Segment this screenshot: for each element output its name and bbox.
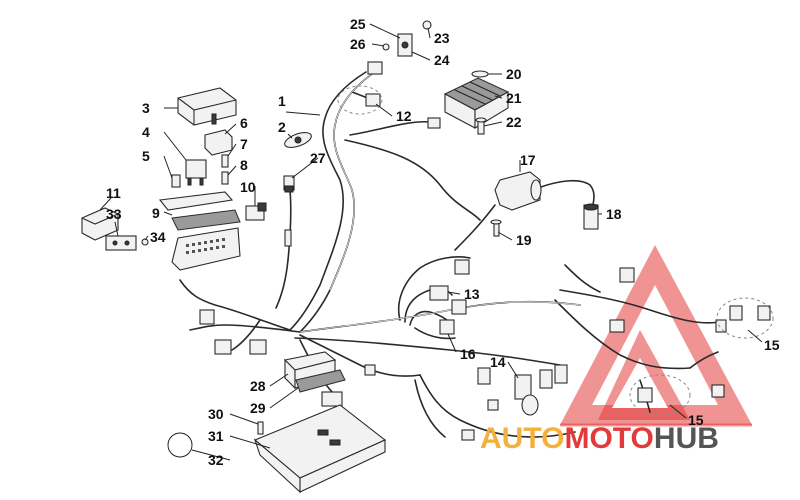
callout-24: 24 — [434, 52, 450, 68]
watermark-text-moto: MOTO — [564, 422, 653, 455]
bolt-19 — [490, 219, 502, 237]
callout-1: 1 — [278, 93, 286, 109]
callout-15-lower: 15 — [688, 412, 704, 428]
callout-19: 19 — [516, 232, 532, 248]
detail-circle-15b — [629, 374, 691, 416]
callout-labels: 1 2 3 4 5 6 7 8 9 10 11 12 13 14 15 15 1… — [106, 16, 780, 468]
screw-22 — [475, 117, 487, 135]
spark-plug-cap — [583, 203, 599, 230]
terminal-block — [105, 235, 149, 251]
callout-2: 2 — [278, 119, 286, 135]
fuses — [221, 154, 229, 185]
leader-lines — [99, 23, 763, 461]
screw-30 — [257, 421, 264, 435]
callout-30: 30 — [208, 406, 224, 422]
callout-17: 17 — [520, 152, 536, 168]
mounting-bracket — [382, 20, 432, 57]
callout-22: 22 — [506, 114, 522, 130]
callout-8: 8 — [240, 157, 248, 173]
sensor — [284, 132, 312, 148]
callout-26: 26 — [350, 36, 366, 52]
callout-9: 9 — [152, 205, 160, 221]
connector-10 — [245, 202, 267, 221]
watermark-text: AUTOMOTOHUB — [480, 422, 719, 455]
callout-4: 4 — [142, 124, 150, 140]
callout-21: 21 — [506, 90, 522, 106]
callout-10: 10 — [240, 179, 256, 195]
main-harness — [179, 71, 721, 438]
voltage-regulator — [443, 77, 510, 129]
callout-5: 5 — [142, 148, 150, 164]
callout-12: 12 — [396, 108, 412, 124]
callout-25: 25 — [350, 16, 366, 32]
callout-13: 13 — [464, 286, 480, 302]
detail-circle-15a — [716, 297, 774, 339]
callout-20: 20 — [506, 66, 522, 82]
ecu-tray — [253, 404, 387, 494]
callout-18: 18 — [606, 206, 622, 222]
watermark-emblem — [560, 245, 752, 427]
detail-circle-12 — [337, 85, 383, 115]
connector-group-15 — [609, 267, 771, 403]
relay — [171, 159, 207, 188]
relay-small — [204, 129, 233, 156]
sensor-plug — [283, 175, 295, 247]
callout-6: 6 — [240, 115, 248, 131]
callout-34: 34 — [150, 229, 166, 245]
callout-29: 29 — [250, 400, 266, 416]
callout-16: 16 — [460, 346, 476, 362]
callout-14: 14 — [490, 354, 506, 370]
callout-28: 28 — [250, 378, 266, 394]
callout-33: 33 — [106, 206, 122, 222]
callout-7: 7 — [240, 136, 248, 152]
connector-group-13 — [429, 259, 470, 335]
clip-ring — [167, 432, 193, 458]
watermark-text-auto: AUTO — [480, 422, 564, 455]
connector-12 — [365, 61, 441, 129]
ignition-coil — [494, 160, 542, 211]
relay-cluster — [514, 364, 568, 416]
callout-15-right: 15 — [764, 337, 780, 353]
callout-31: 31 — [208, 428, 224, 444]
callout-23: 23 — [434, 30, 450, 46]
watermark-logo: AUTOMOTOHUB — [480, 422, 719, 455]
fuse-box — [158, 191, 241, 271]
flasher-unit — [81, 207, 119, 241]
watermark-text-hub: HUB — [654, 422, 719, 455]
callout-27: 27 — [310, 150, 326, 166]
ecu-module — [283, 351, 346, 407]
washer-20 — [471, 70, 489, 78]
harness-connectors — [199, 309, 499, 441]
callout-11: 11 — [106, 185, 121, 201]
callout-3: 3 — [142, 100, 150, 116]
callout-32: 32 — [208, 452, 224, 468]
relay-cover — [177, 87, 237, 126]
